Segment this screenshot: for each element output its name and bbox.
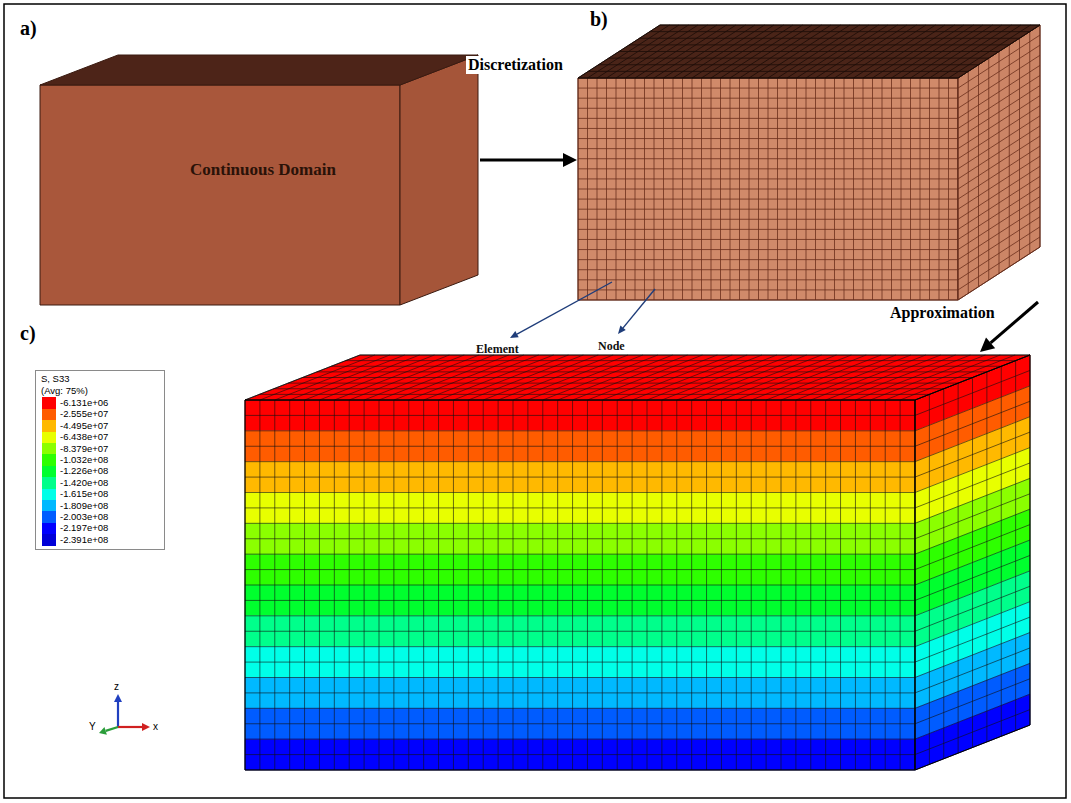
block-label: Continuous Domain — [190, 160, 336, 180]
flow-arrow — [991, 302, 1038, 343]
legend-swatch — [42, 409, 56, 421]
arrow-head — [563, 153, 577, 167]
axis-z-head — [114, 694, 122, 702]
axis-label: z — [114, 681, 119, 693]
legend-value: -2.555e+07 — [60, 408, 108, 420]
panel-label: a) — [20, 17, 37, 39]
axis-x-head — [142, 723, 150, 731]
leader-line-head — [618, 326, 626, 334]
legend-value: -2.003e+08 — [60, 511, 108, 523]
axis-y — [106, 727, 118, 731]
leader-label: Element — [476, 342, 519, 356]
panel-label: b) — [590, 8, 608, 30]
legend-value: -6.438e+07 — [60, 431, 108, 443]
contour-grid — [915, 355, 1030, 770]
block-side — [400, 55, 478, 305]
mesh-grid — [578, 25, 1040, 78]
legend-value: -1.809e+08 — [60, 500, 108, 512]
contour-top — [245, 355, 1030, 400]
axis-x — [118, 726, 142, 728]
legend-swatch — [42, 477, 56, 489]
legend-swatch — [42, 489, 56, 501]
leader-line-head — [510, 331, 519, 338]
legend-value: -6.131e+06 — [60, 397, 108, 409]
axis-z — [117, 702, 119, 727]
domain-block: a)Continuous Domain — [38, 53, 480, 307]
contour-grid — [245, 355, 1030, 400]
flow-arrow — [480, 159, 563, 162]
axis-label: Y — [89, 721, 96, 733]
mesh-grid — [578, 78, 958, 300]
legend-value: -1.615e+08 — [60, 488, 108, 500]
leader-label: Node — [598, 339, 625, 353]
legend-value: -1.420e+08 — [60, 477, 108, 489]
legend-swatch — [42, 432, 56, 444]
legend-value: -1.226e+08 — [60, 465, 108, 477]
leader-line — [623, 289, 655, 328]
legend-value: -4.495e+07 — [60, 420, 108, 432]
legend-swatch — [42, 500, 56, 512]
result-block: c) — [245, 352, 1032, 772]
contour-edge — [245, 400, 915, 770]
axis-y-head — [99, 727, 107, 735]
legend-value: -2.197e+08 — [60, 522, 108, 534]
legend-subtitle: (Avg: 75%) — [41, 385, 88, 397]
arrow-label: Discretization — [466, 56, 565, 74]
legend-swatch — [42, 523, 56, 535]
frame — [4, 4, 1066, 798]
mesh-block: b) — [577, 23, 1042, 302]
contour-grid — [245, 400, 915, 770]
arrow-head — [980, 338, 995, 352]
legend-value: -2.391e+08 — [60, 534, 108, 546]
legend-swatch — [42, 420, 56, 432]
leader-line — [517, 282, 612, 334]
block-front — [40, 85, 400, 305]
panel-label: c) — [20, 322, 36, 344]
legend-swatch — [42, 397, 56, 409]
axis-label: x — [153, 721, 158, 733]
block-top — [40, 55, 478, 85]
legend-swatch — [42, 534, 56, 546]
legend-swatch — [42, 454, 56, 466]
legend-value: -1.032e+08 — [60, 454, 108, 466]
legend-swatch — [42, 443, 56, 455]
contour-edge — [915, 355, 1030, 770]
mesh-top — [578, 25, 1040, 78]
legend-swatch — [42, 511, 56, 523]
arrow-label: Approximation — [888, 304, 997, 322]
legend-title: S, S33 — [41, 373, 70, 385]
legend-value: -8.379e+07 — [60, 443, 108, 455]
legend-swatch — [42, 466, 56, 478]
mesh-front — [578, 78, 958, 300]
